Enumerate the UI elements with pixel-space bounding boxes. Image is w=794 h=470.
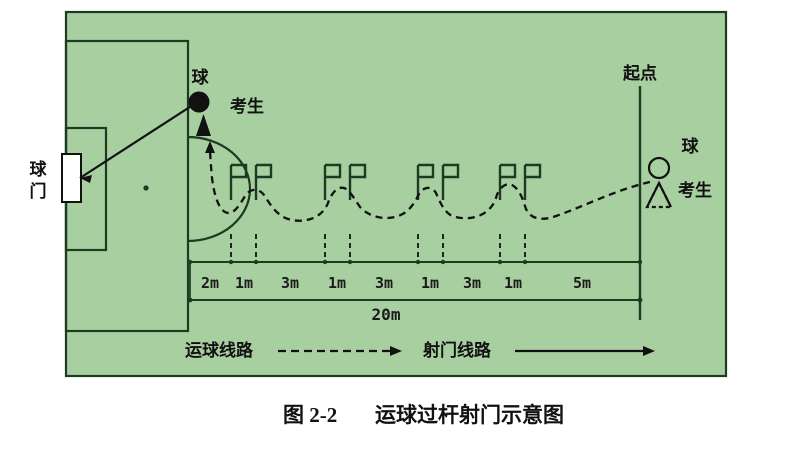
gate-4	[498, 163, 542, 200]
goal-label-line1: 球	[30, 160, 48, 180]
legend-group: 运球线路 射门线路	[185, 340, 655, 361]
gate-1	[229, 163, 273, 200]
shooting-route-line	[79, 102, 197, 183]
ball-label-left: 球	[192, 68, 210, 88]
segment-label-3: 3m	[281, 274, 299, 292]
segment-label-9: 5m	[573, 274, 591, 292]
goal-mouth	[61, 153, 82, 203]
segment-label-6: 1m	[421, 274, 439, 292]
segment-label-4: 1m	[328, 274, 346, 292]
dribbling-route-path	[205, 141, 651, 222]
gate-3	[416, 163, 460, 200]
examinee-marker-left	[196, 114, 211, 136]
penalty-spot	[143, 185, 149, 191]
segment-label-5: 3m	[375, 274, 393, 292]
total-measure-axis	[187, 262, 643, 303]
segment-measure-axis	[187, 259, 643, 265]
goal-label-line2: 门	[30, 181, 47, 202]
segment-label-7: 3m	[463, 274, 481, 292]
examinee-label-right: 考生	[677, 180, 712, 201]
total-measure-label: 20m	[372, 305, 401, 324]
penalty-arc	[187, 135, 252, 243]
legend-shoot-label: 射门线路	[422, 340, 492, 361]
start-line-label: 起点	[622, 63, 657, 84]
segment-label-8: 1m	[504, 274, 522, 292]
segment-label-1: 2m	[201, 274, 219, 292]
examinee-label-left: 考生	[229, 96, 264, 117]
figure-caption-title: 运球过杆射门示意图	[375, 403, 564, 427]
ball-label-right: 球	[682, 137, 700, 157]
pitch-field	[64, 10, 728, 378]
ball-marker-right	[647, 156, 671, 180]
measurement-drop-lines	[230, 234, 526, 262]
examinee-marker-right	[645, 180, 673, 209]
figure-caption-number: 图 2-2	[283, 403, 337, 427]
segment-labels-group: 2m 1m 3m 1m 3m 1m 3m 1m 5m	[201, 274, 591, 292]
ball-marker-left	[188, 91, 210, 113]
legend-dribble-arrow	[278, 346, 402, 356]
legend-dribble-label: 运球线路	[185, 340, 254, 361]
segment-label-2: 1m	[235, 274, 253, 292]
legend-shoot-arrow	[515, 346, 655, 356]
